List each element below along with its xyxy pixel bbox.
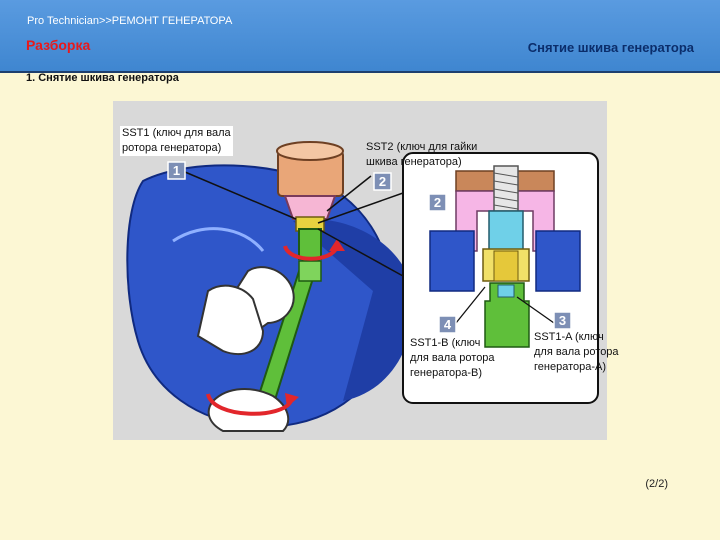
marker-3-icon: 3: [553, 311, 572, 330]
svg-text:3: 3: [559, 313, 566, 328]
section-title: Разборка: [26, 37, 91, 53]
svg-text:1: 1: [173, 163, 180, 178]
step-title: 1. Снятие шкива генератора: [26, 72, 179, 84]
svg-text:2: 2: [434, 195, 441, 210]
page-number: (2/2): [645, 478, 668, 490]
breadcrumb[interactable]: Pro Technician>>РЕМОНТ ГЕНЕРАТОРА: [27, 15, 233, 27]
callout-sst1: SST1 (ключ для вала ротора генератора): [120, 126, 233, 156]
marker-2-icon: 2: [373, 172, 392, 191]
svg-text:2: 2: [379, 174, 386, 189]
marker-2-inset-icon: 2: [428, 193, 447, 212]
marker-1-icon: 1: [167, 161, 186, 180]
marker-4-icon: 4: [438, 315, 457, 334]
header-bar: Pro Technician>>РЕМОНТ ГЕНЕРАТОРА Разбор…: [0, 0, 720, 73]
callout-sst1-a: SST1-A (ключ для вала ротора генератора-…: [534, 331, 619, 373]
pulley-removal-illustration: 1 2 2 3 4: [113, 101, 607, 440]
illustration-graphic: 1 2 2 3 4: [113, 101, 607, 440]
svg-text:4: 4: [444, 317, 452, 332]
header-band: [0, 0, 720, 71]
callout-sst2: SST2 (ключ для гайки шкива генератора): [366, 141, 478, 168]
callout-sst1-b: SST1-B (ключ для вала ротора генератора-…: [410, 337, 495, 379]
page-title: Снятие шкива генератора: [527, 40, 694, 55]
